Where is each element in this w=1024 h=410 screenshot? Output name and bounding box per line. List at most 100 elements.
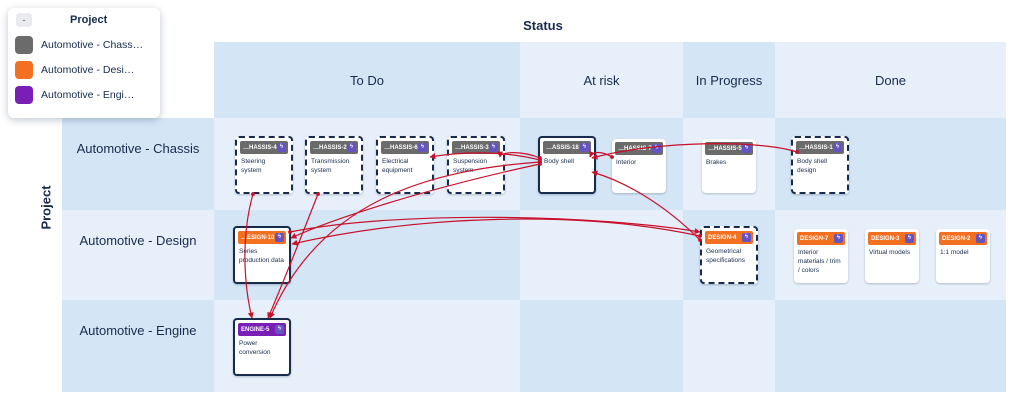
issue-key: …ASSIS-18 bbox=[546, 144, 579, 151]
y-axis-title: Project bbox=[38, 185, 54, 230]
legend-collapse-button[interactable]: - bbox=[16, 13, 32, 27]
legend-swatch bbox=[15, 60, 33, 79]
lightning-icon: ϟ bbox=[652, 144, 661, 153]
issue-key-chip: DESIGN-4 ϟ bbox=[705, 231, 753, 244]
column-header-todo: To Do bbox=[350, 72, 384, 88]
issue-title: Interior bbox=[616, 159, 637, 166]
issue-key-chip: DESIGN-3 ϟ bbox=[868, 232, 916, 245]
lightning-icon: ϟ bbox=[347, 143, 356, 152]
issue-key-chip: DESIGN-7 ϟ bbox=[797, 232, 845, 245]
grid-cell bbox=[62, 210, 214, 300]
legend-item-label: Automotive - Desi… bbox=[41, 63, 135, 76]
issue-key: ENGINE-5 bbox=[241, 326, 270, 333]
grid-cell bbox=[62, 118, 214, 210]
issue-key: DESIGN-4 bbox=[708, 234, 737, 241]
lightning-icon: ϟ bbox=[833, 143, 842, 152]
issue-key: …HASSIS-4 bbox=[243, 144, 277, 151]
lightning-icon: ϟ bbox=[742, 233, 751, 242]
legend-title: Project bbox=[70, 14, 108, 26]
legend-swatch bbox=[15, 35, 33, 54]
grid-cell bbox=[775, 42, 1006, 118]
lightning-icon: ϟ bbox=[905, 234, 914, 243]
grid-cell bbox=[520, 42, 683, 118]
issue-title: Brakes bbox=[706, 159, 727, 166]
grid-cell bbox=[683, 42, 775, 118]
issue-key: …HASSIS-3 bbox=[455, 144, 489, 151]
issue-title: Suspension system bbox=[453, 158, 487, 174]
issue-title: Power conversion bbox=[239, 340, 271, 356]
row-label-chassis: Automotive - Chassis bbox=[76, 140, 200, 156]
legend-item-design[interactable]: Automotive - Desi… bbox=[8, 57, 160, 82]
issue-title: Electrical equipment bbox=[382, 158, 413, 174]
issue-key-chip: ENGINE-5 ϟ bbox=[238, 323, 286, 336]
issue-title: Virtual models bbox=[869, 249, 911, 256]
issue-title: Interior materials / trim / colors bbox=[798, 249, 841, 274]
issue-key: …ESIGN-10 bbox=[241, 234, 275, 241]
project-legend: - Project Automotive - Chass… Automotive… bbox=[8, 8, 160, 118]
legend-swatch bbox=[15, 85, 33, 104]
issue-key: …HASSIS-5 bbox=[708, 145, 742, 152]
lightning-icon: ϟ bbox=[489, 143, 498, 152]
column-header-done: Done bbox=[874, 72, 907, 88]
issue-title: Transmission system bbox=[311, 158, 350, 174]
grid-cell bbox=[62, 300, 214, 392]
grid-cell bbox=[520, 210, 683, 300]
column-header-in-progress: In Progress bbox=[695, 72, 763, 88]
issue-title: Steering system bbox=[241, 158, 266, 174]
issue-key: DESIGN-3 bbox=[871, 235, 900, 242]
legend-item-engine[interactable]: Automotive - Engi… bbox=[8, 82, 160, 107]
issue-title: Body shell bbox=[544, 158, 574, 165]
legend-item-label: Automotive - Chass… bbox=[41, 38, 144, 51]
legend-item-label: Automotive - Engi… bbox=[41, 88, 135, 101]
issue-title: 1:1 model bbox=[940, 249, 969, 256]
issue-key: …HASSIS-6 bbox=[384, 144, 418, 151]
lightning-icon: ϟ bbox=[275, 233, 284, 242]
lightning-icon: ϟ bbox=[418, 143, 427, 152]
row-label-engine: Automotive - Engine bbox=[79, 322, 197, 338]
legend-item-chassis[interactable]: Automotive - Chass… bbox=[8, 32, 160, 57]
grid-cell bbox=[520, 300, 683, 392]
issue-title: Body shell design bbox=[797, 158, 827, 174]
issue-key-chip: DESIGN-2 ϟ bbox=[939, 232, 987, 245]
lightning-icon: ϟ bbox=[742, 144, 751, 153]
issue-title: Geometrical specifications bbox=[706, 248, 746, 264]
lightning-icon: ϟ bbox=[275, 325, 284, 334]
grid-cell bbox=[775, 300, 1006, 392]
issue-key: …HASSIS-2 bbox=[313, 144, 347, 151]
grid-cell bbox=[214, 42, 520, 118]
issue-key: DESIGN-7 bbox=[800, 235, 829, 242]
lightning-icon: ϟ bbox=[277, 143, 286, 152]
issue-card[interactable]: DESIGN-2 ϟ 1:1 model bbox=[936, 229, 990, 283]
issue-key: …HASSIS-1 bbox=[799, 144, 833, 151]
x-axis-title: Status bbox=[523, 18, 563, 33]
issue-key: …HASSIS-7 bbox=[618, 145, 652, 152]
issue-key: DESIGN-2 bbox=[942, 235, 971, 242]
column-header-at-risk: At risk bbox=[583, 72, 620, 88]
lightning-icon: ϟ bbox=[834, 234, 843, 243]
lightning-icon: ϟ bbox=[976, 234, 985, 243]
grid-cell bbox=[683, 300, 775, 392]
lightning-icon: ϟ bbox=[580, 143, 589, 152]
